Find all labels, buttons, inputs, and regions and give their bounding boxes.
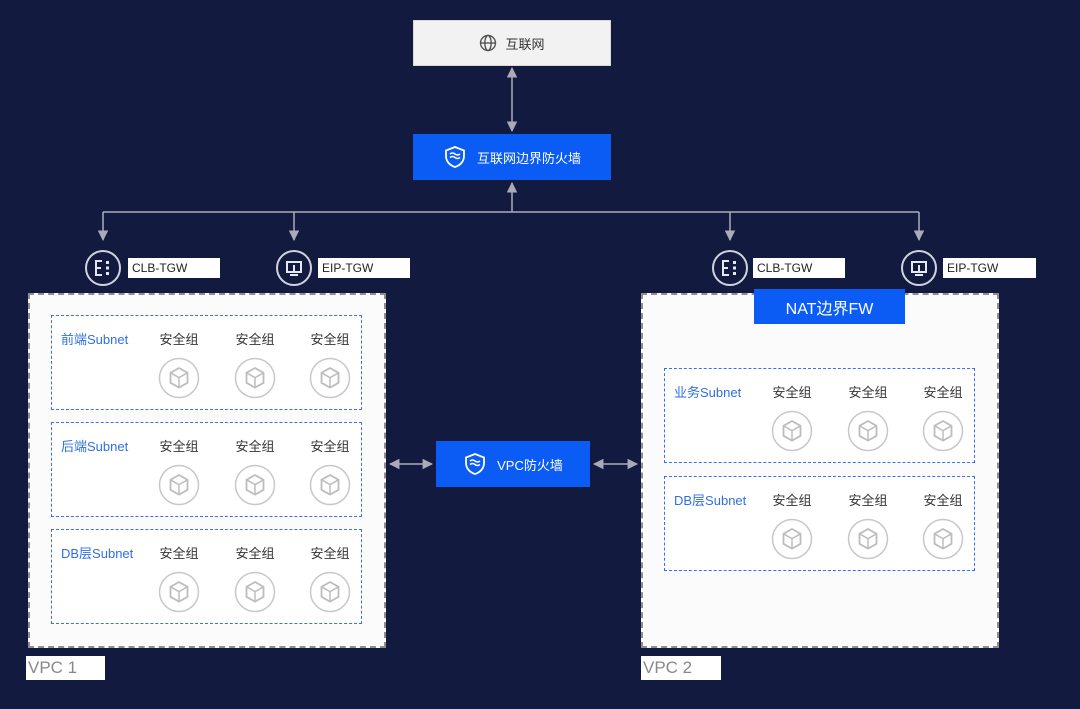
shield-icon <box>445 146 465 168</box>
security-group-icon <box>847 518 889 560</box>
subnet-name: 后端Subnet <box>61 439 129 454</box>
subnet-box <box>51 315 362 410</box>
vpc-firewall-node: VPC防火墙 <box>436 441 590 487</box>
security-group-icon <box>309 571 351 613</box>
internet-label: 互联网 <box>505 36 545 52</box>
security-group-label: 安全组 <box>159 546 199 561</box>
security-group-label: 安全组 <box>159 439 199 454</box>
clb-icon <box>85 250 121 286</box>
gateway-label: EIP-TGW <box>943 258 1036 278</box>
security-group-icon <box>234 464 276 506</box>
subnet-name: 前端Subnet <box>61 332 129 347</box>
globe-icon <box>480 34 497 52</box>
subnet-name: DB层Subnet <box>61 546 134 561</box>
shield-icon <box>465 453 486 475</box>
security-group-icon <box>158 571 200 613</box>
subnet-box <box>664 476 975 571</box>
internet-firewall-node: 互联网边界防火墙 <box>413 134 611 180</box>
security-group-icon <box>234 571 276 613</box>
vpc2-label: VPC 2 <box>641 656 721 680</box>
subnet-name: 业务Subnet <box>674 385 742 400</box>
security-group-label: 安全组 <box>923 385 963 400</box>
security-group-label: 安全组 <box>310 439 350 454</box>
security-group-label: 安全组 <box>772 493 812 508</box>
internet-firewall-label: 互联网边界防火墙 <box>476 150 581 166</box>
nat-firewall-node: NAT边界FW <box>754 289 905 324</box>
vpc1-label: VPC 1 <box>26 656 105 680</box>
security-group-label: 安全组 <box>923 493 963 508</box>
internet-node: 互联网 <box>413 20 611 66</box>
nat-firewall-label: NAT边界FW <box>785 300 874 318</box>
security-group-label: 安全组 <box>235 546 275 561</box>
eip-icon <box>276 250 312 286</box>
gateway-label: CLB-TGW <box>128 258 220 278</box>
security-group-icon <box>158 357 200 399</box>
security-group-label: 安全组 <box>848 385 888 400</box>
vpc2-container <box>641 293 999 648</box>
gateway-label: CLB-TGW <box>753 258 845 278</box>
security-group-icon <box>771 410 813 452</box>
security-group-icon <box>234 357 276 399</box>
security-group-icon <box>922 410 964 452</box>
security-group-icon <box>309 464 351 506</box>
subnet-name: DB层Subnet <box>674 493 747 508</box>
subnet-box <box>51 529 362 624</box>
security-group-label: 安全组 <box>772 385 812 400</box>
security-group-icon <box>922 518 964 560</box>
security-group-label: 安全组 <box>235 332 275 347</box>
security-group-label: 安全组 <box>310 546 350 561</box>
gateway-label: EIP-TGW <box>318 258 410 278</box>
subnet-box <box>664 368 975 463</box>
security-group-icon <box>771 518 813 560</box>
security-group-icon <box>309 357 351 399</box>
security-group-label: 安全组 <box>310 332 350 347</box>
clb-icon <box>712 250 748 286</box>
vpc-firewall-label: VPC防火墙 <box>497 457 563 473</box>
security-group-label: 安全组 <box>159 332 199 347</box>
eip-icon <box>901 250 937 286</box>
subnet-box <box>51 422 362 517</box>
security-group-label: 安全组 <box>848 493 888 508</box>
security-group-icon <box>847 410 889 452</box>
security-group-label: 安全组 <box>235 439 275 454</box>
security-group-icon <box>158 464 200 506</box>
